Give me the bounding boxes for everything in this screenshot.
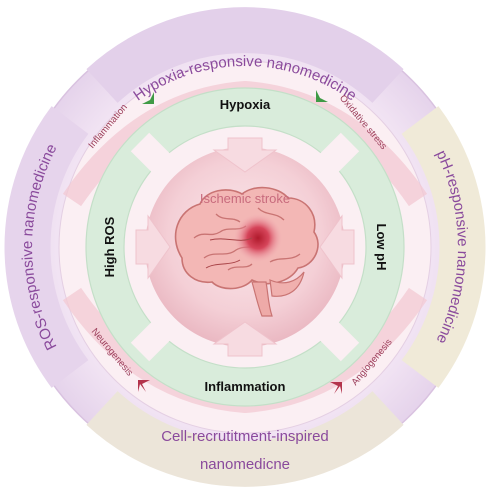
arrow-right bbox=[319, 214, 355, 280]
inner-label-top: Hypoxia bbox=[220, 97, 271, 112]
inner-label-left: High ROS bbox=[102, 216, 117, 277]
down-arrow-icon bbox=[316, 86, 328, 102]
inward-arrows bbox=[135, 137, 355, 357]
arrow-left bbox=[135, 214, 171, 280]
inner-label-right: Low pH bbox=[374, 224, 389, 271]
down-arrow-icon bbox=[142, 92, 154, 104]
inner-ring bbox=[85, 87, 405, 407]
outer-segments bbox=[4, 7, 486, 487]
arrow-top bbox=[212, 137, 278, 173]
inner-label-bottom: Inflammation bbox=[205, 379, 286, 394]
up-arrow-icon bbox=[138, 380, 150, 392]
outer-label-bottom-line2: nanomedicne bbox=[200, 456, 290, 473]
segment-right bbox=[401, 106, 486, 388]
arrow-bottom bbox=[212, 321, 278, 357]
segment-top bbox=[86, 7, 404, 104]
center-title: Ischemic stroke bbox=[200, 191, 290, 206]
up-arrow-icon bbox=[330, 382, 342, 394]
inner-gaps bbox=[130, 132, 360, 362]
brain-illustration bbox=[174, 186, 319, 317]
outer-label-bottom-line1: Cell-recrutitment-inspired bbox=[161, 428, 329, 445]
bridge-arrows bbox=[138, 86, 342, 394]
lesion bbox=[234, 214, 282, 262]
segment-bottom bbox=[86, 390, 404, 487]
segment-left bbox=[4, 106, 89, 388]
